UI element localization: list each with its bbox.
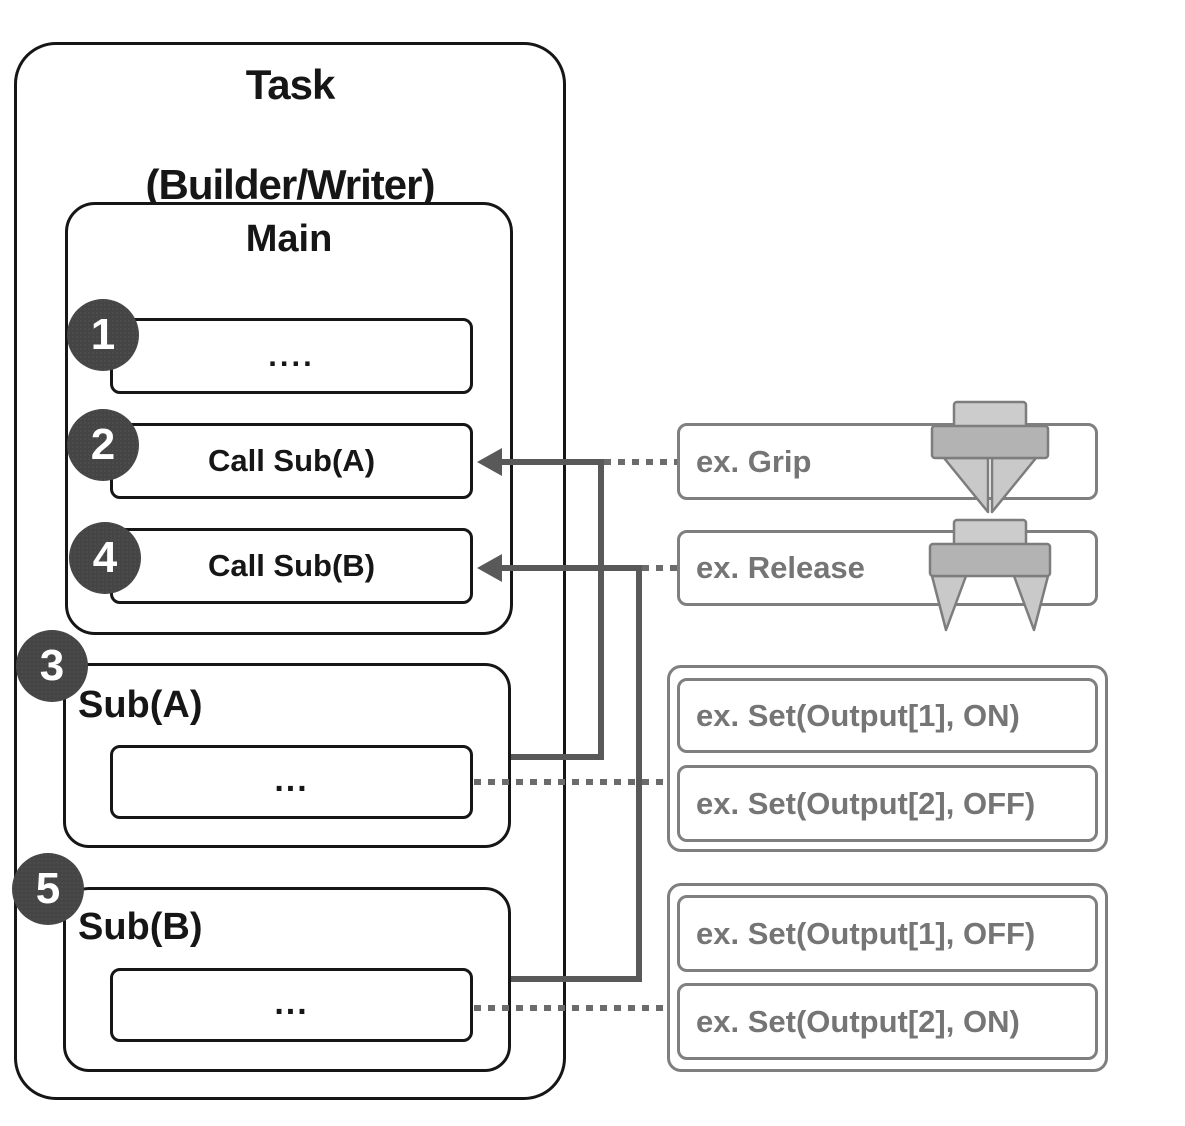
step-badge-2: 2 [67, 409, 139, 481]
step-badge-5: 5 [12, 853, 84, 925]
main-item-1-box [110, 318, 473, 394]
main-item-call-subb-box [110, 528, 473, 604]
connector-suba-horizontal [498, 459, 604, 465]
main-item-call-suba-label: Call Sub(A) [207, 443, 376, 478]
connector-suba-arrowhead [477, 448, 502, 476]
gripper-open-icon [928, 518, 1052, 638]
example-set-b2-label: ex. Set(Output[2], ON) [696, 1004, 1020, 1039]
dotted-link-grip [604, 459, 677, 465]
example-set-b1-label: ex. Set(Output[1], OFF) [696, 916, 1036, 951]
suba-body-label: ... [274, 761, 309, 799]
main-item-call-suba-box [110, 423, 473, 499]
subb-body-box [110, 968, 473, 1042]
example-set-b1-box [677, 895, 1098, 972]
example-set-a2-label: ex. Set(Output[2], OFF) [696, 786, 1036, 821]
connector-subb-horizontal [498, 565, 642, 571]
connector-suba-bottom [511, 754, 604, 760]
suba-body-box [110, 745, 473, 819]
example-set-a2-box [677, 765, 1098, 842]
example-set-b2-box [677, 983, 1098, 1060]
task-title-line1: Task [245, 61, 336, 108]
connector-suba-vertical [598, 459, 604, 760]
main-title: Main [245, 218, 333, 260]
suba-title: Sub(A) [78, 684, 203, 726]
dotted-link-set-a [474, 779, 667, 785]
example-set-a1-box [677, 678, 1098, 753]
example-grip-label: ex. Grip [696, 444, 812, 479]
dotted-link-release [642, 565, 677, 571]
connector-subb-bottom [511, 976, 642, 982]
subb-title: Sub(B) [78, 906, 203, 948]
connector-subb-arrowhead [477, 554, 502, 582]
dotted-link-set-b [474, 1005, 667, 1011]
step-badge-1: 1 [67, 299, 139, 371]
main-item-1-label: .... [268, 338, 315, 373]
task-title: Task (Builder/Writer) [14, 60, 566, 210]
main-item-call-subb-label: Call Sub(B) [207, 548, 376, 583]
step-badge-3: 3 [16, 630, 88, 702]
gripper-closed-icon [930, 400, 1050, 520]
example-set-a1-label: ex. Set(Output[1], ON) [696, 698, 1020, 733]
example-release-label: ex. Release [696, 550, 865, 585]
connector-subb-vertical [636, 565, 642, 982]
step-badge-4: 4 [69, 522, 141, 594]
subb-body-label: ... [274, 984, 309, 1022]
task-title-line2: (Builder/Writer) [145, 161, 436, 208]
